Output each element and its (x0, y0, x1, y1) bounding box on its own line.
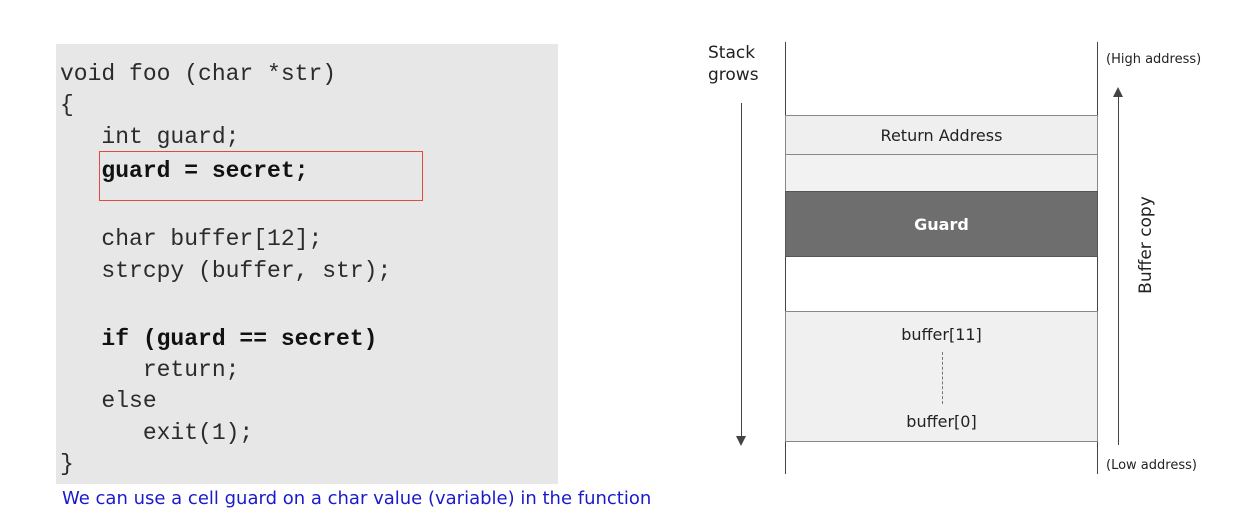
code-line-exit: exit(1); (60, 420, 254, 446)
code-line-if-check: if (guard == secret) (60, 326, 378, 352)
buffer-top-label: buffer[11] (901, 325, 982, 344)
code-line-buffer-decl: char buffer[12]; (60, 226, 323, 252)
code-line-signature: void foo (char *str) (60, 61, 337, 87)
code-line-strcpy: strcpy (buffer, str); (60, 258, 392, 284)
code-line-guard-decl: int guard; (60, 124, 240, 150)
code-line-else: else (60, 388, 157, 414)
return-address-label: Return Address (880, 125, 1003, 145)
buffer-cell: buffer[11] buffer[0] (785, 311, 1098, 442)
low-address-label: (Low address) (1106, 458, 1197, 473)
return-address-cell: Return Address (785, 115, 1098, 155)
code-panel: void foo (char *str) { int guard; guard … (56, 44, 558, 484)
code-line-open-brace: { (60, 92, 74, 118)
caption-text: We can use a cell guard on a char value … (62, 488, 652, 509)
buffer-copy-arrow (1113, 87, 1123, 445)
buffer-dotted-line (942, 352, 943, 404)
stack-grows-label: Stack grows (708, 43, 759, 85)
guard-label: Guard (914, 214, 969, 234)
buffer-bottom-label: buffer[0] (906, 412, 977, 431)
stack-right-boundary (1097, 42, 1098, 474)
guard-assign-highlight (99, 151, 423, 201)
empty-stack-cell (785, 154, 1098, 192)
buffer-copy-label: Buffer copy (1136, 196, 1156, 294)
high-address-label: (High address) (1106, 52, 1202, 67)
code-line-return: return; (60, 357, 240, 383)
code-line-close-brace: } (60, 451, 74, 477)
guard-cell: Guard (785, 191, 1098, 257)
stack-left-boundary (785, 42, 786, 474)
stack-grows-arrow (736, 103, 746, 446)
code-line-guard-assign: guard = secret; (60, 158, 309, 184)
